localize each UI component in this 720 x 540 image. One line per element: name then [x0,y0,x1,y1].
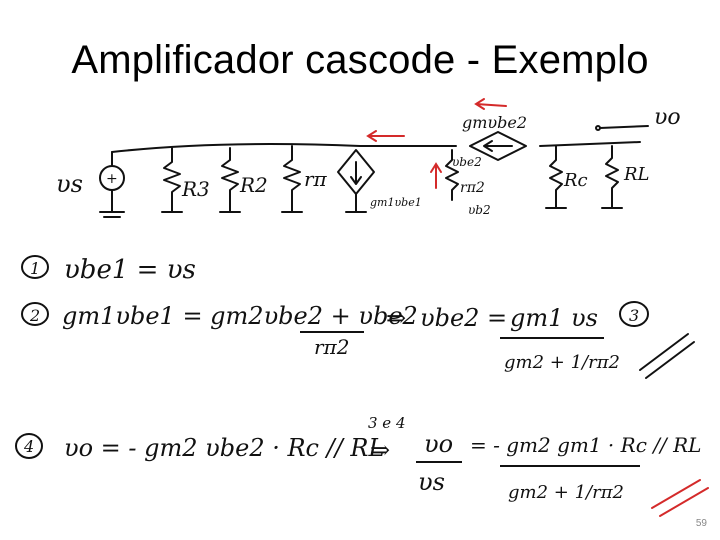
label-gm-vbe1: gm1υbe1 [370,196,422,209]
source-plus: + [106,171,118,187]
eq4-circle [15,433,43,459]
eq2-number: 2 [29,306,40,325]
eq34-frac-num: υo [424,430,453,458]
eq2b-lhs: υbe2 = [420,304,507,332]
eq2-denominator: rπ2 [314,335,349,359]
eq1-number: 1 [30,259,40,278]
resistor-rpi2 [445,149,459,201]
resistor-r2 [221,147,239,213]
label-rl: RL [623,164,650,185]
eq34-arrow: ⇒ [370,436,390,464]
eq2b-numerator: gm1 υs [510,304,598,332]
resistor-rl [605,145,619,209]
eq34-tag: 3 e 4 [368,414,406,432]
eq3-circle [619,301,649,327]
top-wire-left [111,143,457,153]
eq4-text: υo = - gm2 υbe2 · Rc // RL [64,434,384,462]
page-number: 59 [695,518,707,529]
eq34-rhs-den: gm2 + 1/rπ2 [508,482,624,503]
label-rpi: rπ [304,167,328,191]
label-vo: υo [654,105,681,130]
eq2-circle [21,302,49,326]
eq1-circle [21,255,49,279]
eq34-frac-den: υs [418,468,445,496]
red-slash-marks [651,479,709,517]
label-vs: υs [56,170,83,198]
label-gm-vbe2: gmυbe2 [462,113,527,132]
top-wire-right [539,141,641,147]
label-vbe2: υbe2 [452,155,482,169]
red-arrow-vbe2 [430,162,442,189]
eq2b-arrow: ⇒ [386,304,406,332]
eq2b-denominator: gm2 + 1/rπ2 [504,352,620,373]
label-vb2: υb2 [468,203,491,217]
eq1-text: υbe1 = υs [64,255,196,285]
dep-source-2 [469,131,527,161]
eq2-text: gm1υbe1 = gm2υbe2 + υbe2 [62,302,418,330]
slash-marks [639,333,695,379]
resistor-rc [549,145,563,209]
red-arrow-current [366,130,405,142]
eq4-number: 4 [23,437,34,456]
output-wire [599,125,649,129]
resistor-r3 [163,147,181,213]
slide-title: Amplificador cascode - Exemplo [71,38,649,82]
label-rpi2: rπ2 [460,180,485,196]
label-rc: Rc [563,170,588,191]
label-r3: R3 [181,177,210,201]
label-r2: R2 [239,173,268,197]
eq3-number: 3 [629,306,639,325]
resistor-rpi [283,145,301,213]
eq34-rhs: = - gm2 gm1 · Rc // RL [470,433,701,457]
red-arrow-gm [474,98,507,110]
output-node [595,125,601,131]
